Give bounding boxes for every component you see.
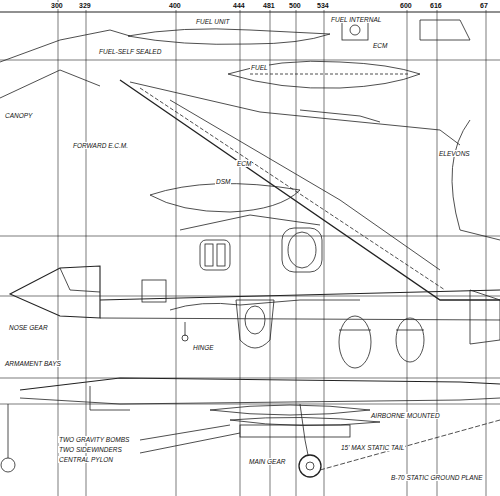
part-label: FORWARD E.C.M. [72,142,129,149]
part-label: ARMAMENT BAYS [4,360,62,367]
part-label: 15' MAX STATIC TAIL [340,444,405,451]
part-label: TWO GRAVITY BOMBS [58,436,130,443]
part-label: NOSE GEAR [8,324,49,331]
station-number: 600 [399,2,413,9]
part-label: FUEL-SELF SEALED [98,48,162,55]
part-label: FUEL UNIT [195,18,230,25]
part-label: CANOPY [4,112,33,119]
station-number: 481 [262,2,276,9]
station-number: 400 [168,2,182,9]
part-label: ECM [236,160,252,167]
part-label: ELEVONS [438,150,471,157]
station-number: 67 [479,2,489,9]
part-label: HINGE [192,344,215,351]
station-number: 329 [78,2,92,9]
part-label: FUEL [250,64,269,71]
part-label: MAIN GEAR [248,458,286,465]
part-label: B-70 STATIC GROUND PLANE [390,474,484,481]
station-number: 534 [316,2,330,9]
station-number: 616 [429,2,443,9]
part-label: TWO SIDEWINDERS [58,446,123,453]
part-label: CENTRAL PYLON [58,456,114,463]
part-label: AIRBORNE MOUNTED [370,412,441,419]
part-label: FUEL INTERNAL [330,16,382,23]
part-label: ECM [372,42,388,49]
station-number: 444 [232,2,246,9]
station-number: 500 [288,2,302,9]
part-label: DSM [215,178,231,185]
station-number: 300 [50,2,64,9]
